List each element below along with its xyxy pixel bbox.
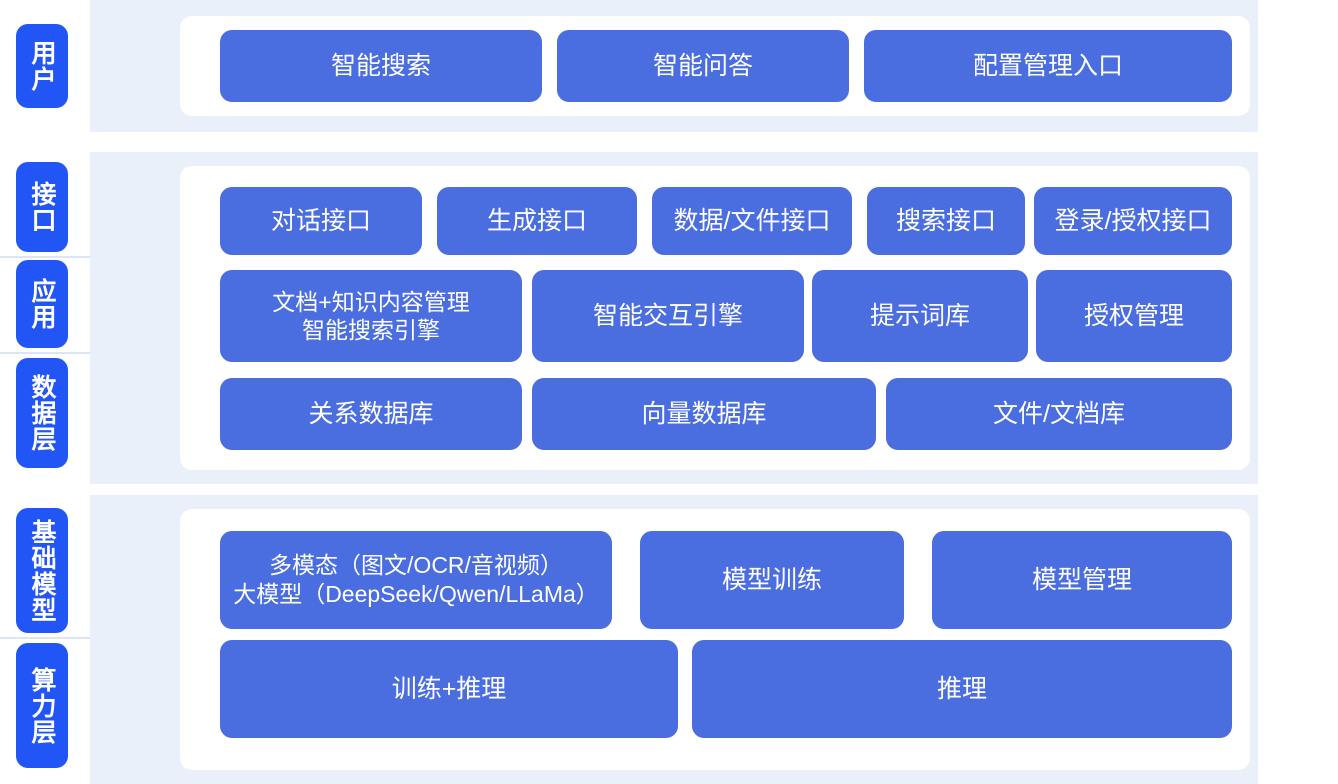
- tab-divider-model-compute: [0, 637, 90, 639]
- box-config-management-entry[interactable]: 配置管理入口: [864, 30, 1232, 102]
- box-login-auth-api[interactable]: 登录/授权接口: [1034, 187, 1232, 255]
- box-data-file-api[interactable]: 数据/文件接口: [652, 187, 852, 255]
- sidebar-tab-interface[interactable]: 接口: [16, 162, 68, 252]
- tab-divider-application-data: [0, 352, 90, 354]
- box-prompt-library[interactable]: 提示词库: [812, 270, 1028, 362]
- box-multimodal-large-model[interactable]: 多模态（图文/OCR/音视频） 大模型（DeepSeek/Qwen/LLaMa）: [220, 531, 612, 629]
- box-model-training[interactable]: 模型训练: [640, 531, 904, 629]
- sidebar-tab-foundation-model[interactable]: 基础模型: [16, 508, 68, 633]
- sidebar-tab-application[interactable]: 应用: [16, 260, 68, 348]
- box-smart-qa[interactable]: 智能问答: [557, 30, 849, 102]
- sidebar-tab-application-label: 应用: [28, 278, 56, 330]
- sidebar-tab-compute-layer-label: 算力层: [28, 666, 56, 745]
- sidebar-tab-compute-layer[interactable]: 算力层: [16, 643, 68, 768]
- sidebar-tab-interface-label: 接口: [28, 181, 56, 233]
- sidebar-tab-foundation-model-label: 基础模型: [28, 518, 56, 623]
- box-document-knowledge-management-line2: 智能搜索引擎: [302, 317, 440, 343]
- box-model-management[interactable]: 模型管理: [932, 531, 1232, 629]
- sidebar-tab-data-layer-label: 数据层: [28, 374, 56, 452]
- box-document-knowledge-management-line1: 文档+知识内容管理: [272, 288, 470, 315]
- box-multimodal-large-model-line1: 多模态（图文/OCR/音视频）: [269, 552, 563, 579]
- box-smart-search[interactable]: 智能搜索: [220, 30, 542, 102]
- box-document-knowledge-management[interactable]: 文档+知识内容管理 智能搜索引擎: [220, 270, 522, 362]
- box-relational-database[interactable]: 关系数据库: [220, 378, 522, 450]
- box-generation-api[interactable]: 生成接口: [437, 187, 637, 255]
- box-dialog-api[interactable]: 对话接口: [220, 187, 422, 255]
- box-training-and-inference[interactable]: 训练+推理: [220, 640, 678, 738]
- tab-divider-interface-application: [0, 256, 90, 258]
- box-vector-database[interactable]: 向量数据库: [532, 378, 876, 450]
- box-file-document-store[interactable]: 文件/文档库: [886, 378, 1232, 450]
- box-authorization-management[interactable]: 授权管理: [1036, 270, 1232, 362]
- box-multimodal-large-model-line2: 大模型（DeepSeek/Qwen/LLaMa）: [233, 581, 599, 607]
- sidebar-tab-user-label: 用户: [28, 40, 56, 92]
- sidebar-tab-user[interactable]: 用户: [16, 24, 68, 108]
- box-search-api[interactable]: 搜索接口: [867, 187, 1025, 255]
- box-inference[interactable]: 推理: [692, 640, 1232, 738]
- box-smart-interaction-engine[interactable]: 智能交互引擎: [532, 270, 804, 362]
- sidebar-tab-data-layer[interactable]: 数据层: [16, 358, 68, 468]
